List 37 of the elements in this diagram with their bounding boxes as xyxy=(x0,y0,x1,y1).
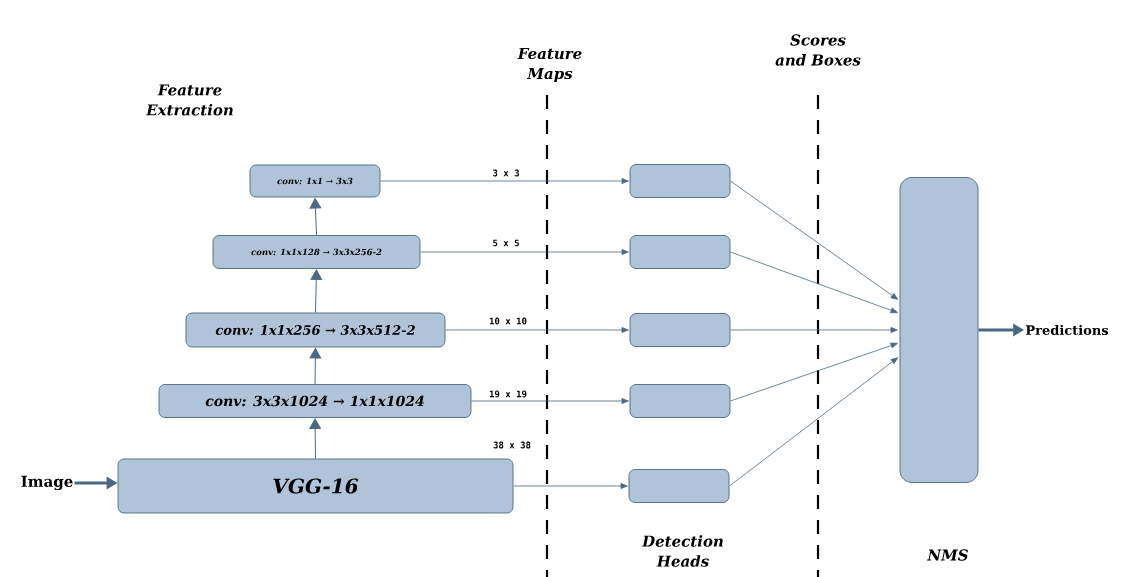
layer-box: VGG-16 xyxy=(117,458,514,514)
stage-label: NMS xyxy=(927,549,968,561)
arrow xyxy=(730,251,898,314)
arrow xyxy=(730,180,899,300)
arrow xyxy=(420,249,629,255)
node-label: Predictions xyxy=(1026,324,1109,336)
arrow xyxy=(380,178,629,184)
arrow xyxy=(730,327,898,333)
stage-label: Feature Extraction xyxy=(145,84,233,116)
edge-label: 19 x 19 xyxy=(488,389,528,399)
stage-label: Feature Maps xyxy=(517,47,582,82)
detection-head-box xyxy=(629,164,731,198)
layer-box: conv: 1x1x256 → 3x3x512-2 xyxy=(185,312,446,348)
edge-label: 38 x 38 xyxy=(492,440,532,450)
detection-head-box xyxy=(629,313,731,347)
stage-label: Detection Heads xyxy=(641,535,723,567)
arrow xyxy=(513,483,628,489)
detection-head-box xyxy=(629,384,731,418)
node-label: Image xyxy=(21,475,73,491)
detection-head-box xyxy=(628,469,730,503)
edge-label: 3 x 3 xyxy=(491,168,521,178)
detection-head-box xyxy=(629,235,731,269)
layer-box: conv: 1x1 → 3x3 xyxy=(249,164,381,198)
arrow xyxy=(310,269,323,314)
nms-box xyxy=(899,177,979,483)
layer-box: conv: 1x1x128 → 3x3x256-2 xyxy=(212,235,421,269)
arrow xyxy=(309,198,322,236)
edge-label: 10 x 10 xyxy=(488,316,528,326)
arrow xyxy=(730,342,898,402)
arrow xyxy=(445,327,629,333)
layer-box: conv: 3x3x1024 → 1x1x1024 xyxy=(158,384,472,418)
arrow xyxy=(729,357,899,487)
edge-label: 5 x 5 xyxy=(491,238,521,248)
arrow xyxy=(471,398,629,404)
stage-label: Scores and Boxes xyxy=(775,34,861,66)
arrow xyxy=(309,348,322,385)
arrow xyxy=(309,418,321,460)
